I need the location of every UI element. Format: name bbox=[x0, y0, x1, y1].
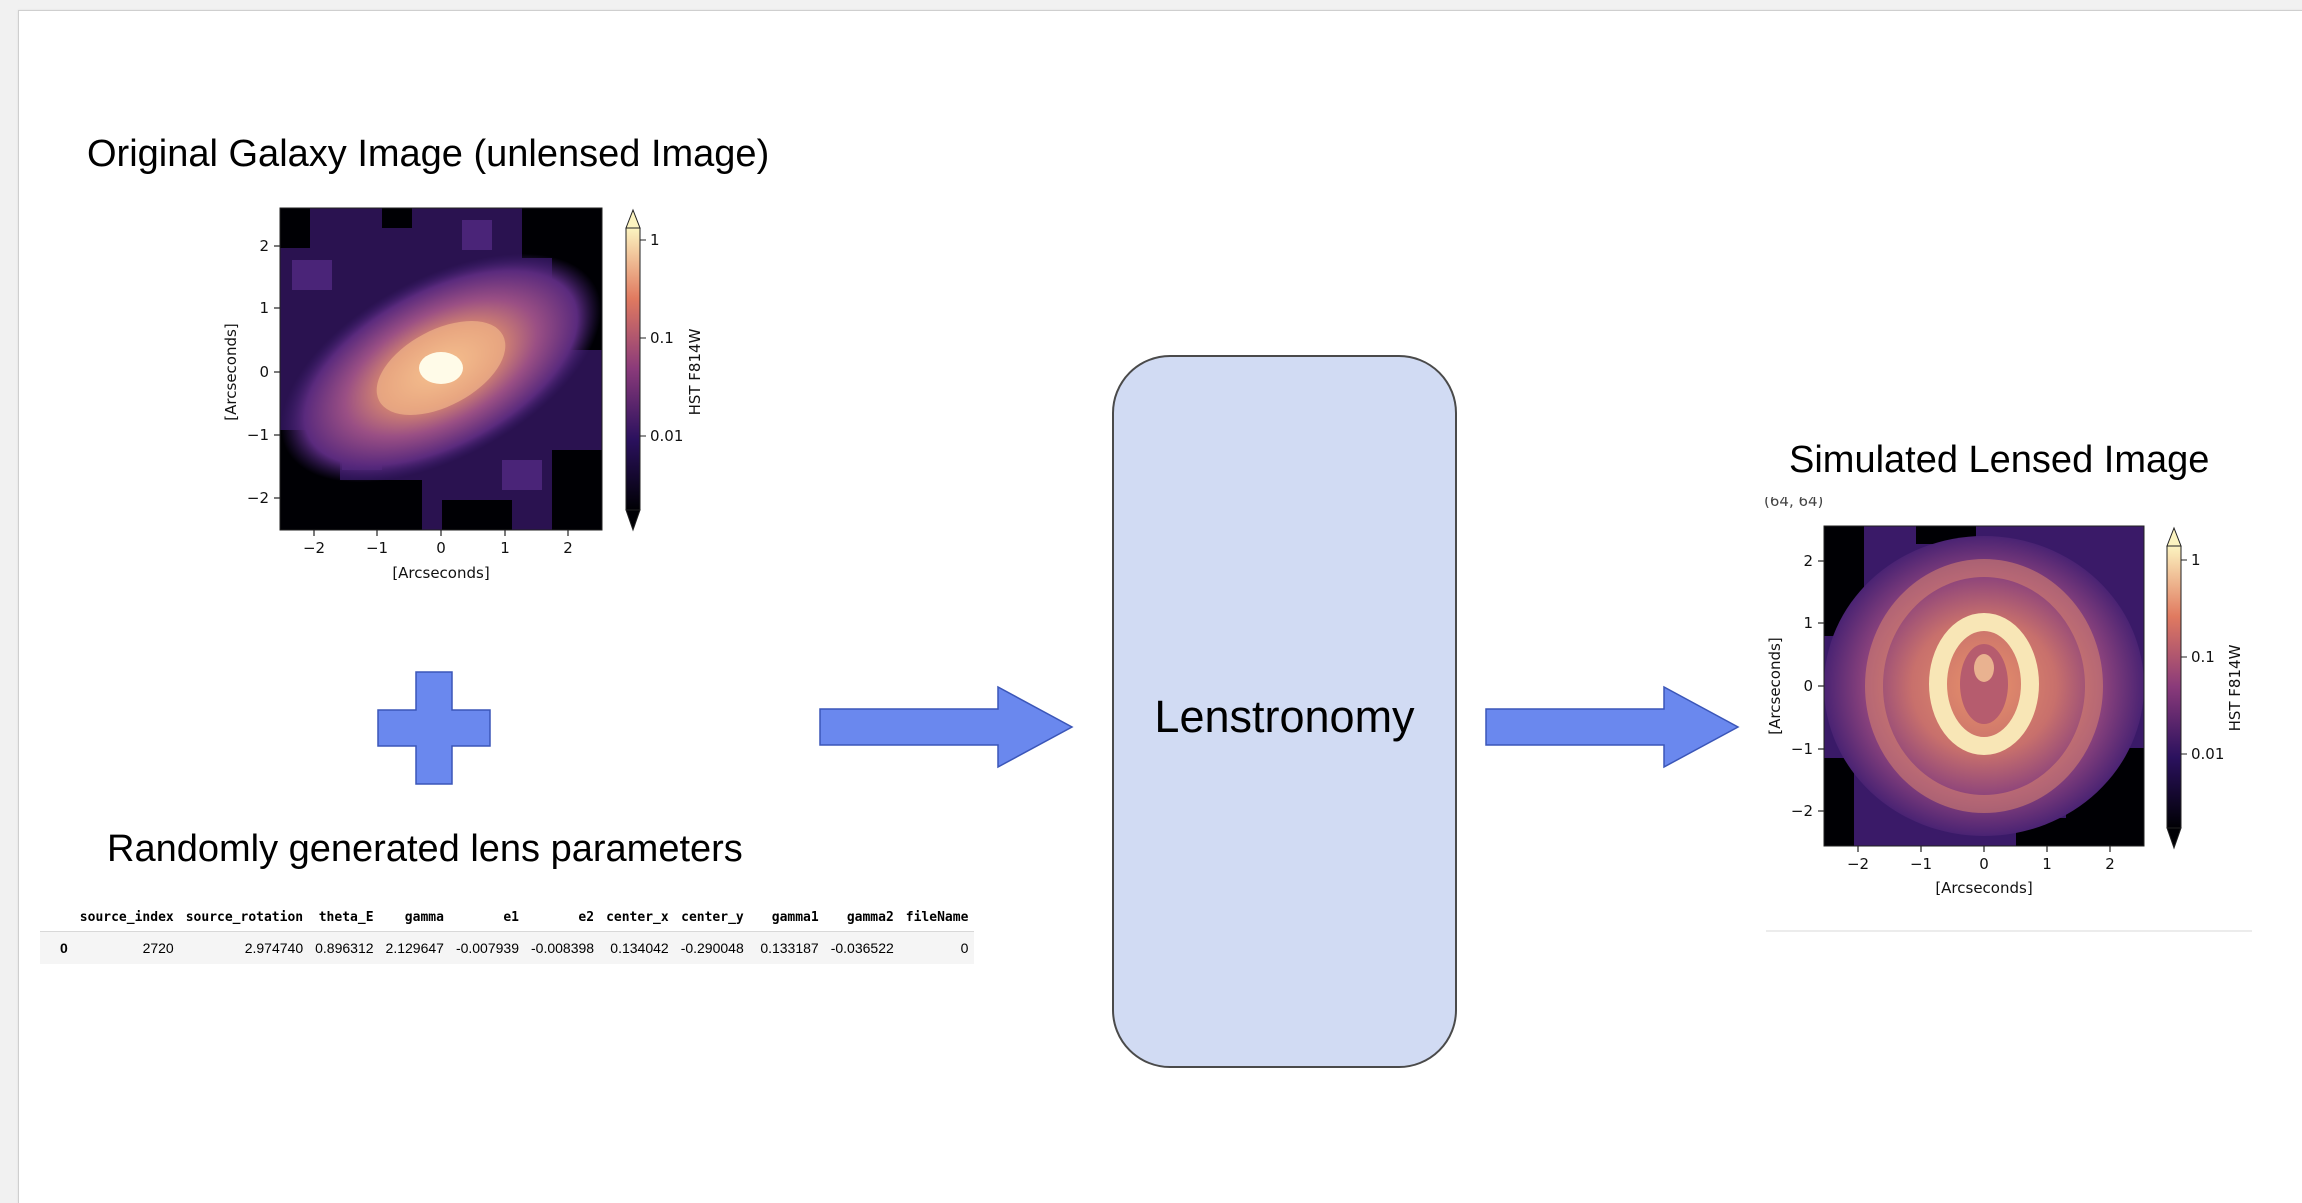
table-cell: 0.896312 bbox=[309, 931, 380, 964]
table-cell: 2.129647 bbox=[379, 931, 450, 964]
column-header: gamma1 bbox=[749, 906, 825, 932]
table-cell: 0.134042 bbox=[600, 931, 675, 964]
x-tick-label: 0 bbox=[1979, 855, 1989, 873]
table-cell: 0.133187 bbox=[749, 931, 825, 964]
column-header: theta_E bbox=[309, 906, 380, 932]
colorbar-tick-label: 0.1 bbox=[650, 329, 674, 347]
colorbar-tick-label: 1 bbox=[650, 231, 660, 249]
lensed-image-plot: −2 −1 0 1 2 2 1 0 −1 −2 [Arcseconds] [Ar… bbox=[1766, 518, 2256, 908]
table-header-row: source_index source_rotation theta_E gam… bbox=[40, 906, 975, 932]
colorbar-tick-label: 0.1 bbox=[2191, 648, 2215, 666]
lenstronomy-label: Lenstronomy bbox=[1154, 691, 1415, 742]
table-cell: -0.007939 bbox=[449, 931, 525, 964]
column-header bbox=[40, 906, 74, 932]
table-cell: 0 bbox=[899, 931, 975, 964]
x-tick-label: −1 bbox=[366, 539, 388, 557]
y-tick-label: 0 bbox=[259, 363, 269, 381]
table-cell: 2720 bbox=[73, 931, 180, 964]
table-cell: -0.036522 bbox=[824, 931, 900, 964]
table-cell: -0.290048 bbox=[674, 931, 750, 964]
x-tick-label: 0 bbox=[436, 539, 446, 557]
column-header: gamma bbox=[379, 906, 450, 932]
y-tick-label: −2 bbox=[1791, 802, 1813, 820]
table-row: 0 2720 2.974740 0.896312 2.129647 -0.007… bbox=[40, 931, 975, 964]
x-axis-label: [Arcseconds] bbox=[392, 564, 489, 582]
unlensed-galaxy-plot: −2 −1 0 1 2 2 1 0 −1 −2 [Arcseconds] [Ar… bbox=[222, 200, 722, 590]
title-simulated-lensed: Simulated Lensed Image bbox=[1789, 439, 2210, 481]
column-header: center_y bbox=[674, 906, 750, 932]
column-header: source_index bbox=[73, 906, 180, 932]
x-tick-label: 2 bbox=[563, 539, 573, 557]
y-tick-label: −1 bbox=[247, 426, 269, 444]
y-tick-label: −2 bbox=[247, 489, 269, 507]
cropped-header-text: (64, 64) bbox=[1764, 497, 1824, 509]
colorbar-tick-label: 1 bbox=[2191, 551, 2201, 569]
colorbar-label: HST F814W bbox=[2226, 644, 2244, 731]
y-tick-label: 1 bbox=[1803, 614, 1813, 632]
x-tick-label: −2 bbox=[1847, 855, 1869, 873]
column-header: e2 bbox=[525, 906, 601, 932]
unlensed-image-panel bbox=[280, 208, 602, 530]
lenstronomy-box: Lenstronomy bbox=[1112, 355, 1457, 1068]
x-tick-label: −1 bbox=[1910, 855, 1932, 873]
colorbar: 1 0.1 0.01 HST F814W bbox=[625, 208, 704, 532]
y-tick-label: 2 bbox=[259, 237, 269, 255]
y-tick-label: 1 bbox=[259, 299, 269, 317]
x-tick-label: 1 bbox=[500, 539, 510, 557]
lensed-image-panel bbox=[1824, 526, 2144, 846]
lens-parameters-table: source_index source_rotation theta_E gam… bbox=[40, 906, 975, 964]
column-header: center_x bbox=[600, 906, 675, 932]
table-cell: -0.008398 bbox=[525, 931, 601, 964]
colorbar-tick-label: 0.01 bbox=[650, 427, 683, 445]
y-tick-label: 0 bbox=[1803, 677, 1813, 695]
plus-icon bbox=[376, 670, 492, 791]
row-index: 0 bbox=[40, 931, 74, 964]
y-tick-label: −1 bbox=[1791, 740, 1813, 758]
colorbar-label: HST F814W bbox=[686, 328, 704, 415]
x-tick-label: 2 bbox=[2105, 855, 2115, 873]
arrow-right-icon bbox=[818, 684, 1078, 775]
divider bbox=[1766, 930, 2252, 932]
arrow-right-icon bbox=[1484, 684, 1744, 775]
column-header: fileName bbox=[899, 906, 975, 932]
column-header: source_rotation bbox=[179, 906, 310, 932]
y-axis-label: [Arcseconds] bbox=[222, 323, 240, 420]
y-axis-label: [Arcseconds] bbox=[1766, 637, 1784, 734]
title-lens-parameters: Randomly generated lens parameters bbox=[107, 828, 743, 870]
y-tick-label: 2 bbox=[1803, 552, 1813, 570]
colorbar-tick-label: 0.01 bbox=[2191, 745, 2224, 763]
column-header: gamma2 bbox=[824, 906, 900, 932]
column-header: e1 bbox=[449, 906, 525, 932]
table-cell: 2.974740 bbox=[179, 931, 310, 964]
title-original-galaxy: Original Galaxy Image (unlensed Image) bbox=[87, 133, 770, 175]
colorbar: 1 0.1 0.01 HST F814W bbox=[2166, 526, 2244, 850]
x-tick-label: −2 bbox=[303, 539, 325, 557]
x-tick-label: 1 bbox=[2042, 855, 2052, 873]
x-axis-label: [Arcseconds] bbox=[1935, 879, 2032, 897]
